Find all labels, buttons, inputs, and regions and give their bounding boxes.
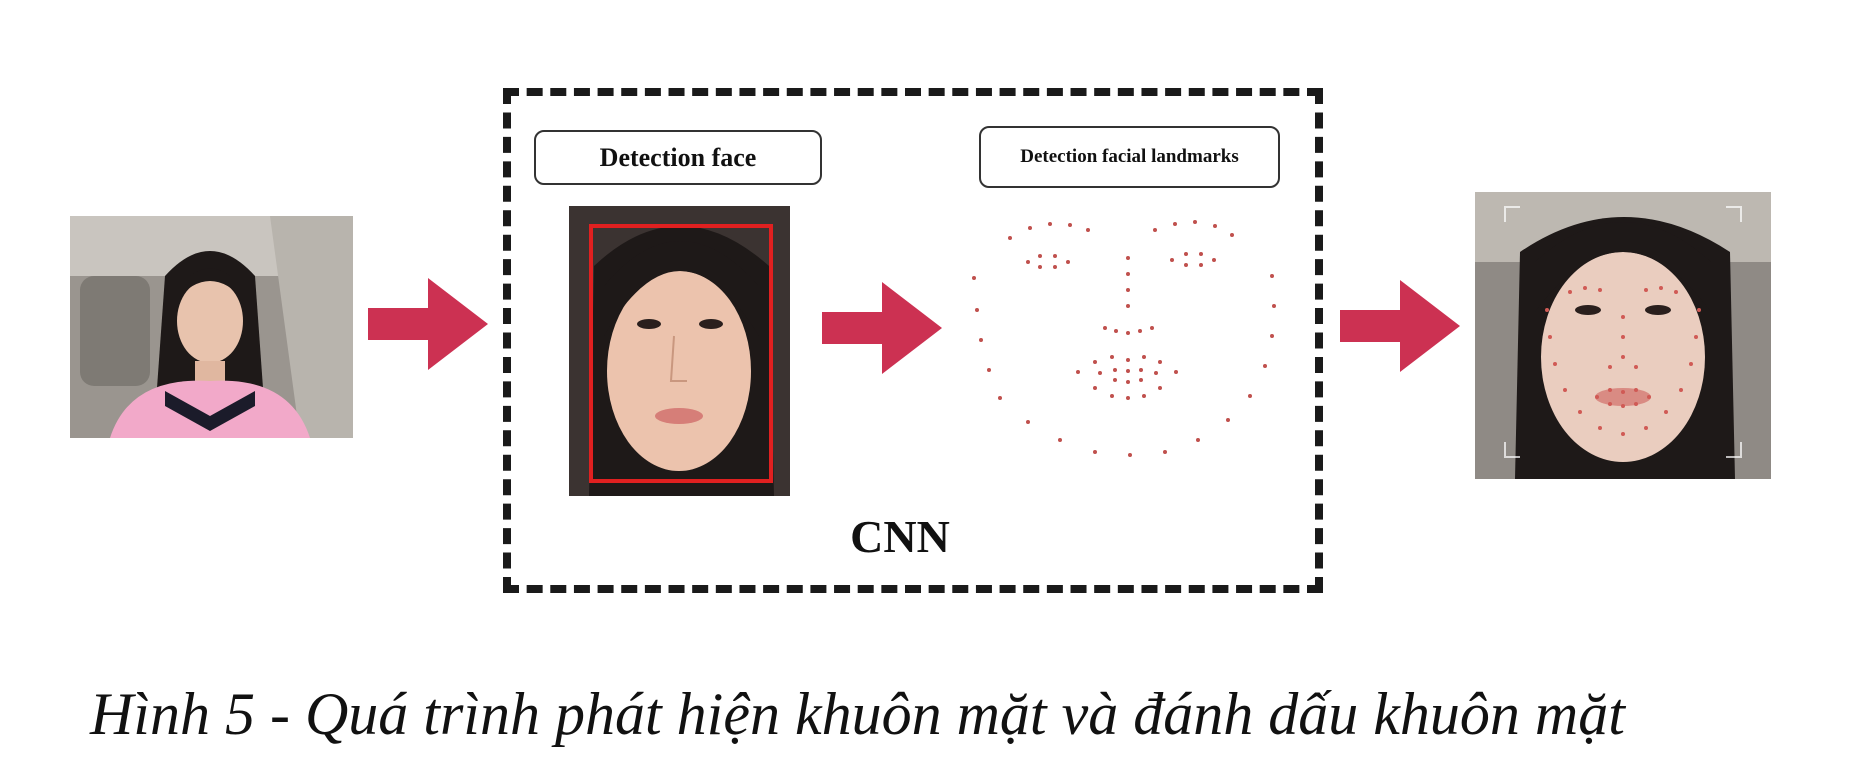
arrow-right-icon [368,278,488,370]
detection-landmarks-label: Detection facial landmarks [979,126,1280,188]
facial-landmarks-plot [972,220,1276,457]
detected-face-photo [569,206,790,496]
arrow-right-icon [1340,280,1460,372]
input-photo [70,216,353,438]
cnn-container [503,88,1323,593]
cnn-label: CNN [850,511,950,562]
figure-caption: Hình 5 - Quá trình phát hiện khuôn mặt v… [90,681,1625,747]
output-landmarked-photo [1475,192,1771,479]
detection-face-label: Detection face [534,130,822,185]
arrow-right-icon [822,282,942,374]
